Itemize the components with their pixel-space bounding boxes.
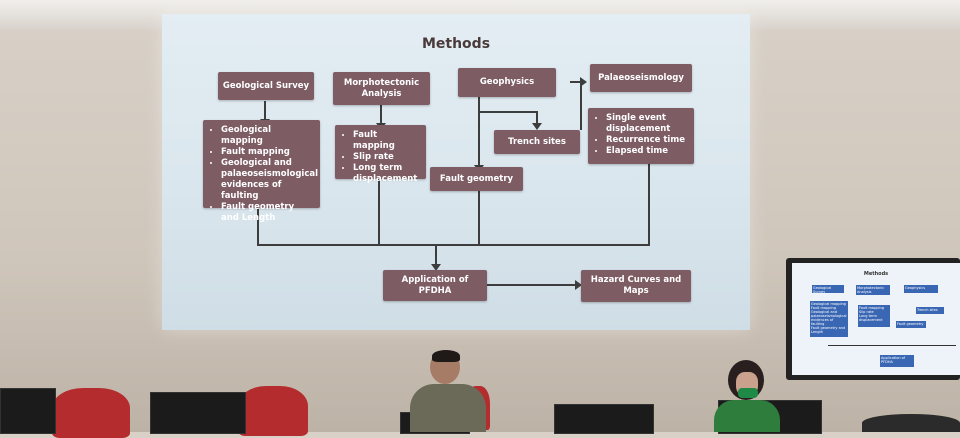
connector: [478, 111, 536, 113]
laptop: [554, 404, 654, 434]
fault-geometry-box: Fault geometry: [430, 167, 523, 191]
connector: [648, 164, 650, 245]
geological-survey-box: Geological Survey: [218, 72, 314, 100]
monitor-item: Fault geometry and Length: [811, 326, 846, 334]
arrow-head: [575, 280, 582, 290]
connector: [380, 101, 382, 125]
monitor-box: Geophysics: [904, 285, 938, 293]
audience-member: [714, 360, 780, 432]
geological-survey-details: Geological mapping Fault mapping Geologi…: [203, 120, 320, 223]
morpho-item: Slip rate: [353, 152, 420, 163]
geophysics-label: Geophysics: [479, 77, 535, 87]
morphotectonic-details: Fault mapping Slip rate Long term displa…: [335, 125, 426, 184]
palaeoseismology-label: Palaeoseismology: [598, 72, 684, 83]
monitor-box: Morphotectonic Analysis: [856, 285, 890, 295]
trench-sites-box: Trench sites: [494, 130, 580, 154]
trench-sites-label: Trench sites: [508, 136, 566, 147]
connector: [536, 111, 538, 125]
monitor-details: Geological mapping Fault mapping Geologi…: [810, 301, 848, 337]
monitor-item: Geological and palaeoseismological evide…: [811, 310, 847, 326]
application-pfdha-box: Application of PFDHA: [383, 270, 487, 301]
red-chair: [52, 388, 130, 438]
monitor-details: Fault mapping Slip rate Long term displa…: [858, 305, 890, 327]
laptop: [0, 388, 56, 434]
morpho-item: Long term displacement: [353, 163, 420, 185]
arrow-head: [431, 264, 441, 271]
monitor-box: Fault geometry: [896, 321, 926, 328]
geological-survey-label: Geological Survey: [222, 80, 310, 91]
monitor-item: Long term displacement: [859, 314, 883, 322]
monitor-item: Fault mapping: [811, 306, 836, 310]
projected-slide: Methods Geological Survey Morphotectonic…: [162, 14, 750, 330]
connector: [257, 207, 259, 245]
monitor-item: Fault mapping: [859, 306, 884, 310]
red-chair: [238, 386, 308, 436]
side-monitor: Methods Geological Survey Morphotectonic…: [786, 258, 960, 380]
slide-title: Methods: [421, 36, 491, 52]
palaeoseismology-box: Palaeoseismology: [590, 64, 692, 92]
palaeo-item: Recurrence time: [606, 135, 688, 146]
connector: [580, 81, 582, 130]
arrow-head: [532, 123, 542, 130]
connector: [435, 244, 437, 266]
fault-geometry-label: Fault geometry: [439, 173, 514, 184]
monitor-screen: Methods Geological Survey Morphotectonic…: [792, 263, 960, 375]
morphotectonic-box: Morphotectonic Analysis: [333, 72, 430, 105]
monitor-box: Trench sites: [916, 307, 944, 314]
connector: [570, 81, 582, 83]
connector: [264, 101, 266, 121]
presenter: [410, 350, 486, 432]
geo-item: Geological mapping: [221, 125, 314, 147]
laptop: [150, 392, 246, 434]
monitor-slide-title: Methods: [863, 271, 889, 277]
morphotectonic-label: Morphotectonic Analysis: [343, 77, 420, 99]
morpho-item: Fault mapping: [353, 130, 420, 152]
hazard-curves-label: Hazard Curves and Maps: [590, 275, 682, 296]
geo-item: Fault mapping: [221, 147, 314, 158]
monitor-item: Slip rate: [859, 310, 874, 314]
connector: [478, 97, 480, 167]
monitor-connector: [828, 345, 956, 346]
geo-item: Geological and palaeoseismological evide…: [221, 158, 318, 202]
palaeo-item: Single event displacement: [606, 113, 688, 135]
hazard-curves-box: Hazard Curves and Maps: [581, 270, 691, 302]
monitor-box: Application of PFDHA: [880, 355, 914, 367]
geophysics-box: Geophysics: [458, 68, 556, 97]
arrow-head: [580, 77, 587, 87]
connector: [257, 244, 650, 246]
geo-item: Fault geometry and Length: [221, 202, 314, 224]
monitor-item: Geological mapping: [811, 302, 846, 306]
application-pfdha-label: Application of PFDHA: [401, 274, 469, 296]
monitor-box: Geological Survey: [812, 285, 844, 294]
connector: [487, 284, 577, 286]
connector: [378, 179, 380, 245]
palaeo-item: Elapsed time: [606, 146, 688, 157]
audience-head: [862, 414, 960, 432]
connector: [478, 190, 480, 245]
palaeoseismology-details: Single event displacement Recurrence tim…: [588, 108, 694, 164]
